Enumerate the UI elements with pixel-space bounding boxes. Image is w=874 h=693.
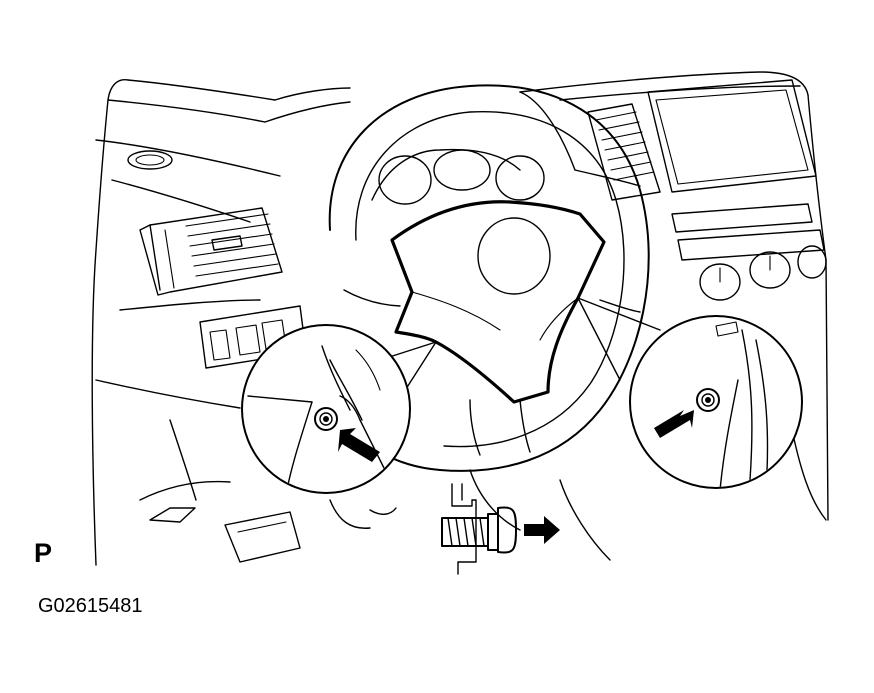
steering-wheel xyxy=(324,84,650,561)
right-screw-detail xyxy=(629,315,803,489)
dashboard xyxy=(91,71,829,566)
torx-arrow-icon xyxy=(524,516,560,544)
right-arrow-icon xyxy=(654,410,694,438)
airbag-pad xyxy=(390,200,606,404)
left-arrow-icon xyxy=(338,428,380,462)
torx-screw-detail xyxy=(441,483,560,575)
left-screw-detail xyxy=(241,324,411,494)
reference-code: G02615481 xyxy=(38,595,143,617)
view-letter: P xyxy=(34,538,53,568)
